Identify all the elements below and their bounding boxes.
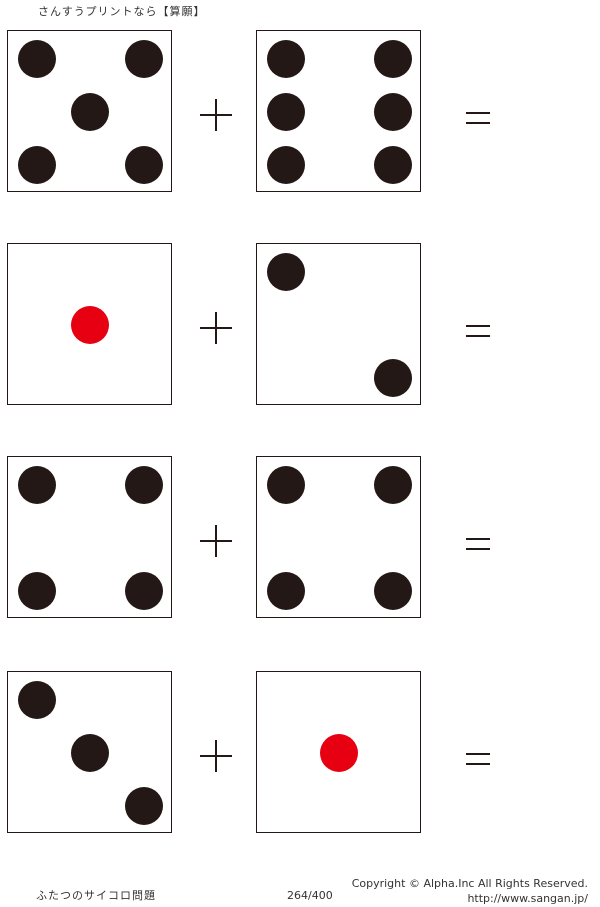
pip-dot: [70, 306, 109, 344]
pip-dot: [267, 40, 305, 78]
pip-dot: [267, 572, 305, 610]
worksheet-title: ふたつのサイコロ問題: [36, 889, 156, 902]
pip-dot: [18, 466, 56, 504]
die-left: [7, 456, 172, 618]
pip-dot: [319, 734, 358, 772]
die-left: [7, 30, 172, 192]
pip-dot: [18, 146, 56, 184]
pip-dot: [374, 466, 412, 504]
pip-dot: [267, 466, 305, 504]
die-right: [256, 30, 421, 192]
site-url[interactable]: http://www.sangan.jp/: [467, 892, 588, 905]
pip-dot: [267, 253, 305, 291]
pip-dot: [267, 146, 305, 184]
pip-dot: [70, 93, 109, 131]
copyright-block: Copyright © Alpha.Inc All Rights Reserve…: [352, 876, 588, 906]
page-header: さんすうプリントなら【算願】: [38, 5, 206, 18]
die-right: [256, 456, 421, 618]
pip-dot: [374, 146, 412, 184]
die-left: [7, 243, 172, 405]
pip-dot: [125, 40, 163, 78]
pip-dot: [125, 146, 163, 184]
pip-dot: [267, 93, 305, 131]
plus-sign: [200, 525, 232, 557]
die-right: [256, 243, 421, 405]
pip-dot: [18, 572, 56, 610]
copyright-text: Copyright © Alpha.Inc All Rights Reserve…: [351, 877, 588, 890]
equals-sign: [466, 538, 490, 550]
problem-row: [0, 30, 600, 195]
plus-sign: [200, 312, 232, 344]
pip-dot: [18, 40, 56, 78]
pip-dot: [125, 572, 163, 610]
die-right: [256, 671, 421, 833]
plus-sign: [200, 740, 232, 772]
die-left: [7, 671, 172, 833]
pip-dot: [125, 466, 163, 504]
problem-row: [0, 243, 600, 408]
pip-dot: [374, 93, 412, 131]
pip-dot: [125, 787, 163, 825]
pip-dot: [374, 572, 412, 610]
pip-dot: [18, 681, 56, 719]
equals-sign: [466, 753, 490, 765]
page-number: 264/400: [287, 889, 333, 902]
pip-dot: [374, 40, 412, 78]
pip-dot: [70, 734, 109, 772]
problem-row: [0, 671, 600, 836]
pip-dot: [374, 359, 412, 397]
equals-sign: [466, 325, 490, 337]
problem-row: [0, 456, 600, 621]
plus-sign: [200, 99, 232, 131]
equals-sign: [466, 112, 490, 124]
